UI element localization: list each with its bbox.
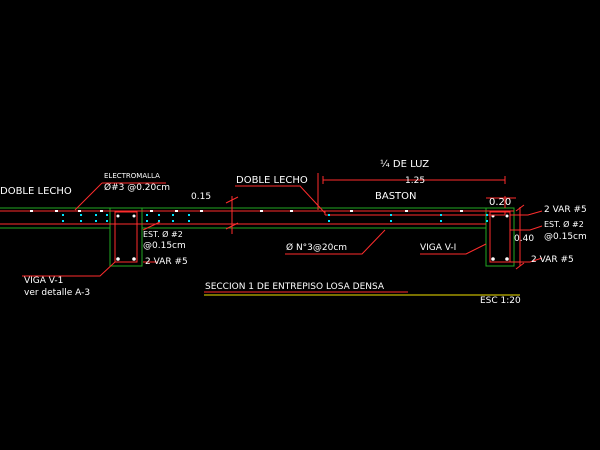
label-baston: BASTON	[375, 191, 417, 202]
dim-125: 1.25	[405, 176, 425, 186]
rebar-dots	[62, 214, 488, 222]
dim-020: 0.20	[489, 197, 511, 208]
section-title: SECCION 1 DE ENTREPISO LOSA DENSA	[205, 282, 385, 292]
leaders	[22, 173, 543, 277]
beam-left	[109, 207, 143, 267]
label-doble-lecho-left: DOBLE LECHO	[0, 186, 72, 197]
label-est-left-2: @0.15cm	[143, 241, 186, 251]
dim-040: 0.40	[514, 234, 534, 244]
scale-label: ESC 1:20	[480, 296, 521, 306]
label-no3-spec: Ø N°3@20cm	[286, 242, 347, 253]
label-est-right-2: @0.15cm	[544, 232, 587, 242]
slab-outline	[0, 207, 514, 229]
rebar	[0, 210, 514, 225]
top-tick-marks	[30, 210, 463, 212]
label-ver-detalle: ver detalle A-3	[24, 288, 90, 298]
label-est-left-1: EST. Ø #2	[143, 229, 183, 239]
label-viga-vi: VIGA V-I	[420, 243, 456, 253]
label-electromalla: ELECTROMALLA	[104, 172, 160, 180]
label-doble-lecho-center: DOBLE LECHO	[236, 175, 308, 186]
label-est-right-1: EST. Ø #2	[544, 219, 584, 229]
beam-right	[485, 207, 515, 267]
label-var-right-top: 2 VAR #5	[544, 205, 587, 215]
dim-015: 0.15	[191, 192, 211, 202]
label-quarter-luz: ¼ DE LUZ	[380, 158, 429, 170]
label-viga-v1: VIGA V-1	[24, 276, 63, 286]
label-var-right-bottom: 2 VAR #5	[531, 255, 574, 265]
label-electromalla-spec: Ø#3 @0.20cm	[104, 182, 170, 193]
label-var-left: 2 VAR #5	[145, 257, 188, 267]
